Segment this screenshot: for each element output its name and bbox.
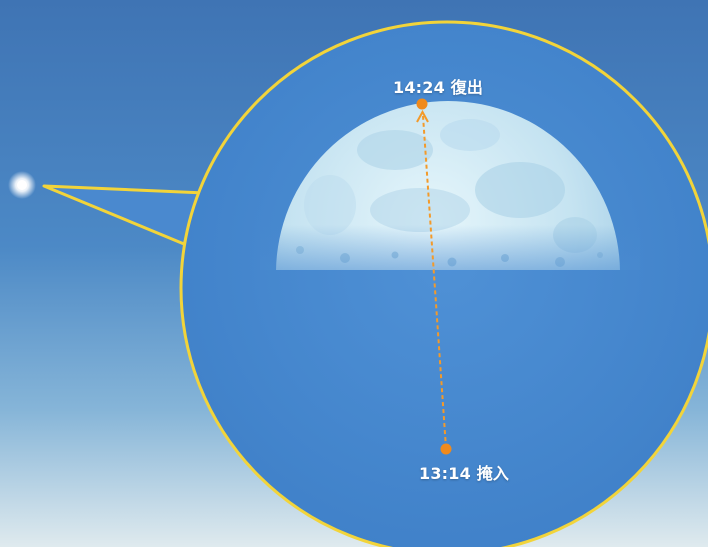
- callout-lens: [181, 22, 708, 547]
- star-core: [17, 180, 27, 190]
- callout-border: [179, 20, 708, 547]
- disappearance-dot: [440, 443, 452, 455]
- reappearance-label: 14:24 復出: [393, 74, 483, 98]
- reappearance-dot: [416, 98, 428, 110]
- path-arrowhead-icon: [416, 109, 429, 123]
- disappearance-text: 掩入: [476, 464, 510, 483]
- disappearance-label: 13:14 掩入: [419, 460, 509, 484]
- disappearance-time: 13:14: [419, 464, 471, 483]
- reappearance-text: 復出: [450, 78, 484, 97]
- half-moon-icon: [260, 101, 640, 270]
- reappearance-time: 14:24: [393, 78, 445, 97]
